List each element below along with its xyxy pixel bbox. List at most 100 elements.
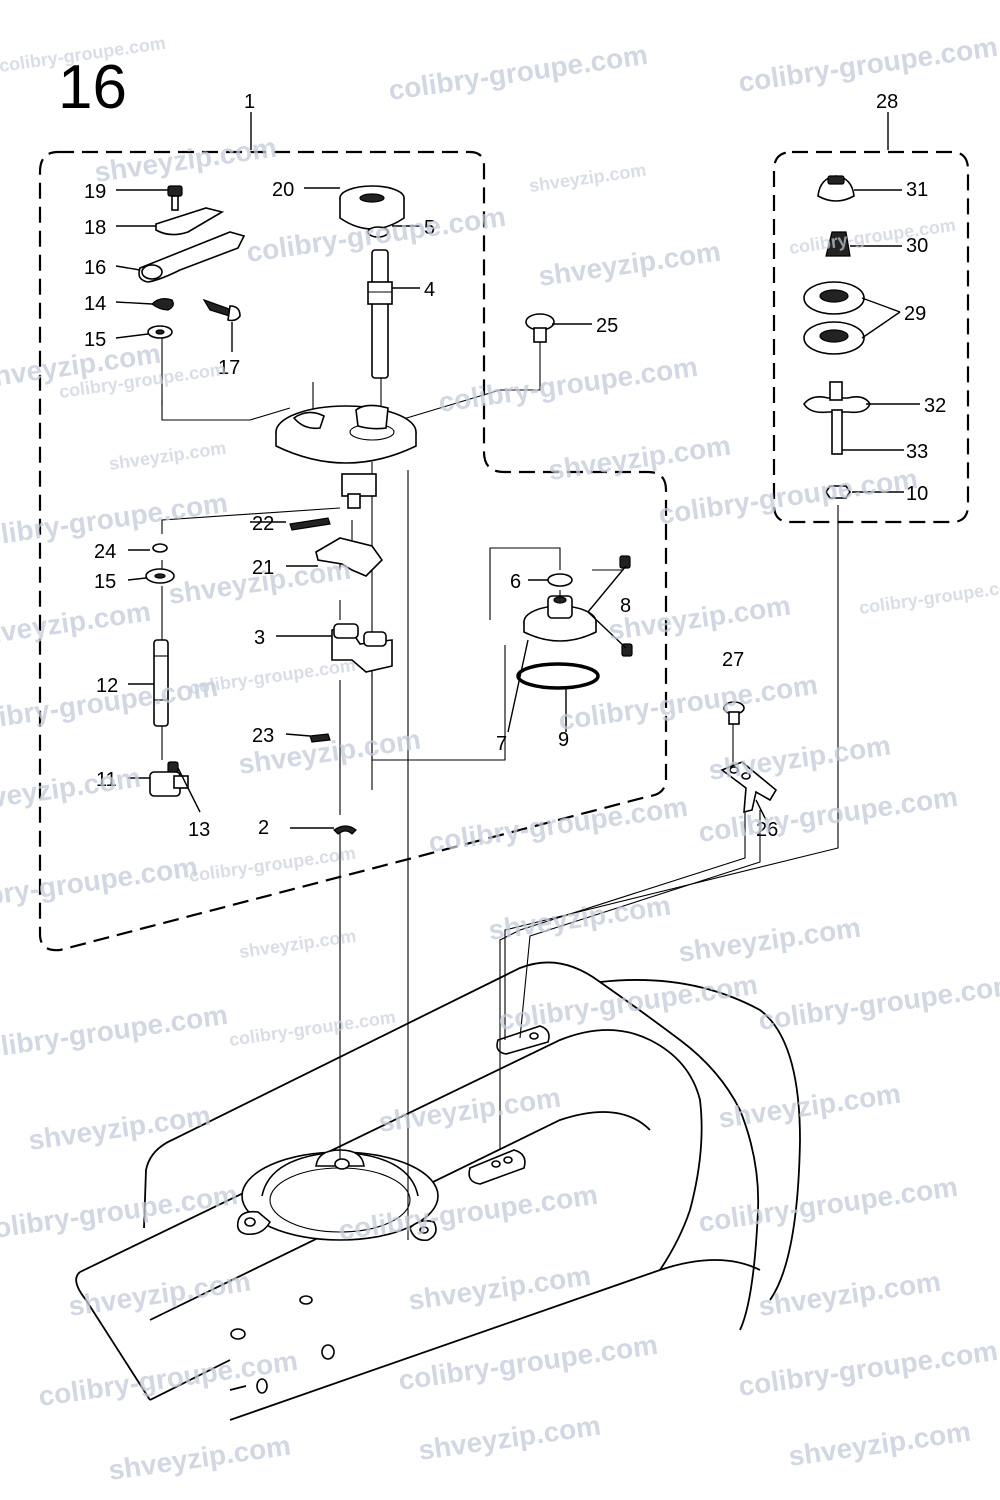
watermark-text: colibry-groupe.com [788, 215, 957, 258]
callout-31: 31 [906, 179, 928, 201]
part-30-spring [825, 231, 851, 257]
part-21-plate [315, 537, 384, 577]
watermark-text: colibry-groupe.com [858, 575, 1000, 618]
watermark-text: colibry-groupe.com [657, 463, 920, 530]
callout-9: 9 [558, 729, 569, 751]
part-24-ring [152, 543, 168, 553]
callout-26: 26 [756, 819, 778, 841]
callout-leaders [115, 112, 920, 829]
watermark-text: shveyzip.com [537, 236, 723, 292]
part-14-e-ring [151, 298, 174, 311]
watermark-text: colibry-groupe.com [387, 39, 650, 106]
part-16-arm [138, 231, 246, 283]
watermark-text: colibry-groupe.com [497, 969, 760, 1036]
watermark-text: shveyzip.com [757, 1266, 943, 1322]
watermark-text: shveyzip.com [108, 438, 228, 474]
callout-2: 2 [258, 817, 269, 839]
watermark-text: shveyzip.com [107, 1430, 293, 1486]
part-17-screw [202, 298, 241, 322]
callout-6: 6 [510, 571, 521, 593]
callout-8: 8 [620, 595, 631, 617]
watermark-text: colibry-groupe.com [37, 1345, 300, 1412]
callout-23: 23 [252, 725, 274, 747]
assembly-group-28-box [772, 150, 970, 524]
watermark-text: shveyzip.com [607, 590, 793, 646]
part-23-spring [309, 733, 331, 743]
watermark-text: shveyzip.com [27, 1100, 213, 1156]
callout-1: 1 [244, 91, 255, 113]
watermark-text: shveyzip.com [677, 912, 863, 968]
callout-16: 16 [84, 257, 106, 279]
callout-25: 25 [596, 315, 618, 337]
callout-24: 24 [94, 541, 116, 563]
callout-numbers: 1 19 18 16 14 15 17 20 5 4 25 22 24 15 2… [84, 91, 946, 841]
watermark-text: colibry-groupe.com [737, 1335, 1000, 1402]
bobbin-base [275, 404, 417, 509]
assembly-leader-lines [161, 250, 839, 1240]
part-9-ring [516, 662, 600, 690]
page-number: 16 [58, 53, 127, 122]
machine-bed [75, 961, 801, 1421]
part-10-nut [825, 485, 851, 499]
watermark-text: shveyzip.com [717, 1078, 903, 1134]
watermark-text: shveyzip.com [787, 1416, 973, 1472]
callout-15-lower: 15 [94, 571, 116, 593]
callout-28: 28 [876, 91, 898, 113]
callout-17: 17 [218, 357, 240, 379]
callout-13: 13 [188, 819, 210, 841]
callout-32: 32 [924, 395, 946, 417]
watermark-text: colibry-groupe.com [697, 1171, 960, 1238]
watermark-text: shveyzip.com [67, 1266, 253, 1322]
watermark-text: shveyzip.com [0, 596, 153, 652]
part-4-shaft [367, 249, 393, 379]
callout-11: 11 [96, 769, 117, 791]
callout-21: 21 [252, 557, 274, 579]
part-33-stud [831, 409, 843, 455]
part-11-collar [149, 771, 189, 797]
watermark-text: colibry-groupe.com [0, 1179, 240, 1246]
part-27-screw [723, 701, 745, 725]
callout-5: 5 [424, 217, 435, 239]
watermark-text: colibry-groupe.com [188, 655, 357, 698]
part-22-spring [289, 517, 331, 531]
watermark-text: colibry-groupe.com [0, 851, 200, 918]
callout-15-top: 15 [84, 329, 106, 351]
callout-30: 30 [906, 235, 928, 257]
callout-3: 3 [254, 627, 265, 649]
part-20-disc [339, 185, 405, 230]
part-6-washer [547, 573, 573, 587]
part-25-screw [525, 313, 555, 343]
part-29-tension-discs [803, 281, 865, 355]
part-2-clip [333, 825, 357, 835]
watermark-text: shveyzip.com [93, 132, 279, 188]
part-3-bracket [331, 623, 393, 673]
callout-10: 10 [906, 483, 928, 505]
callout-22: 22 [252, 513, 274, 535]
callout-18: 18 [84, 217, 106, 239]
watermark-text: shveyzip.com [528, 160, 648, 196]
watermark-text: colibry-groupe.com [0, 999, 230, 1066]
callout-29: 29 [904, 303, 926, 325]
callout-7: 7 [496, 733, 507, 755]
watermark-text: shveyzip.com [377, 1082, 563, 1138]
callout-4: 4 [424, 279, 435, 301]
part-5-o-ring [367, 226, 389, 238]
watermark-text: shveyzip.com [487, 890, 673, 946]
part-7-pulley [523, 595, 597, 642]
watermark-layer: shveyzip.com colibry-groupe.com colibry-… [0, 31, 1000, 1486]
watermark-text: shveyzip.com [547, 430, 733, 486]
part-26-bracket [720, 761, 778, 814]
part-32-bracket [803, 381, 871, 414]
callout-19: 19 [84, 181, 106, 203]
callout-20: 20 [272, 179, 294, 201]
watermark-text: colibry-groupe.com [437, 351, 700, 418]
watermark-text: colibry-groupe.com [228, 1007, 397, 1050]
part-19-screw [167, 185, 183, 211]
callout-12: 12 [96, 675, 118, 697]
callout-33: 33 [906, 441, 928, 463]
assembly-group-1-box [38, 150, 668, 952]
watermark-text: colibry-groupe.com [427, 791, 690, 858]
watermark-text: shveyzip.com [707, 730, 893, 786]
callout-14: 14 [84, 293, 106, 315]
